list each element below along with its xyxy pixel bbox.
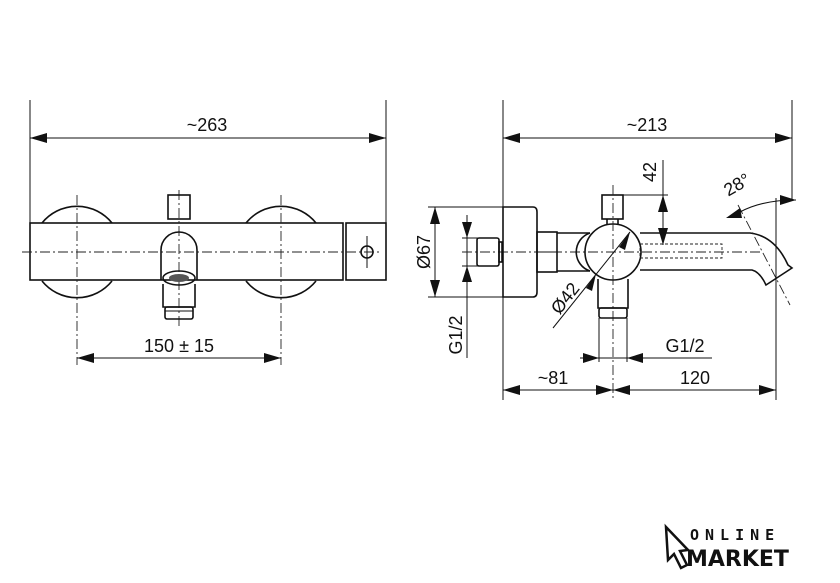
overall-depth-label: ~213 [627, 115, 668, 135]
body-diameter-label: Ø42 [547, 279, 584, 318]
plate-diameter-label: Ø67 [414, 235, 434, 269]
logo-line1: ONLINE [690, 526, 780, 544]
online-market-logo: ONLINE MARKET [664, 523, 789, 572]
wall-spacing-label: 150 ± 15 [144, 336, 214, 356]
logo-line2: MARKET [686, 547, 789, 572]
inlet-thread-label: G1/2 [446, 315, 466, 354]
front-view: ~263 150 ± 15 [22, 100, 387, 365]
overall-width-label: ~263 [187, 115, 228, 135]
outlet-to-spout-label: 120 [680, 368, 710, 388]
wall-to-outlet-label: ~81 [538, 368, 569, 388]
cursor-icon [664, 523, 691, 570]
side-view: ~213 Ø67 G1/2 [414, 100, 797, 400]
thermostat-cap [345, 222, 387, 281]
diverter-knob [167, 194, 191, 220]
cap-height-label: 42 [640, 162, 660, 182]
spout-angle-label: 28° [720, 169, 754, 200]
outlet-thread-label: G1/2 [665, 336, 704, 356]
